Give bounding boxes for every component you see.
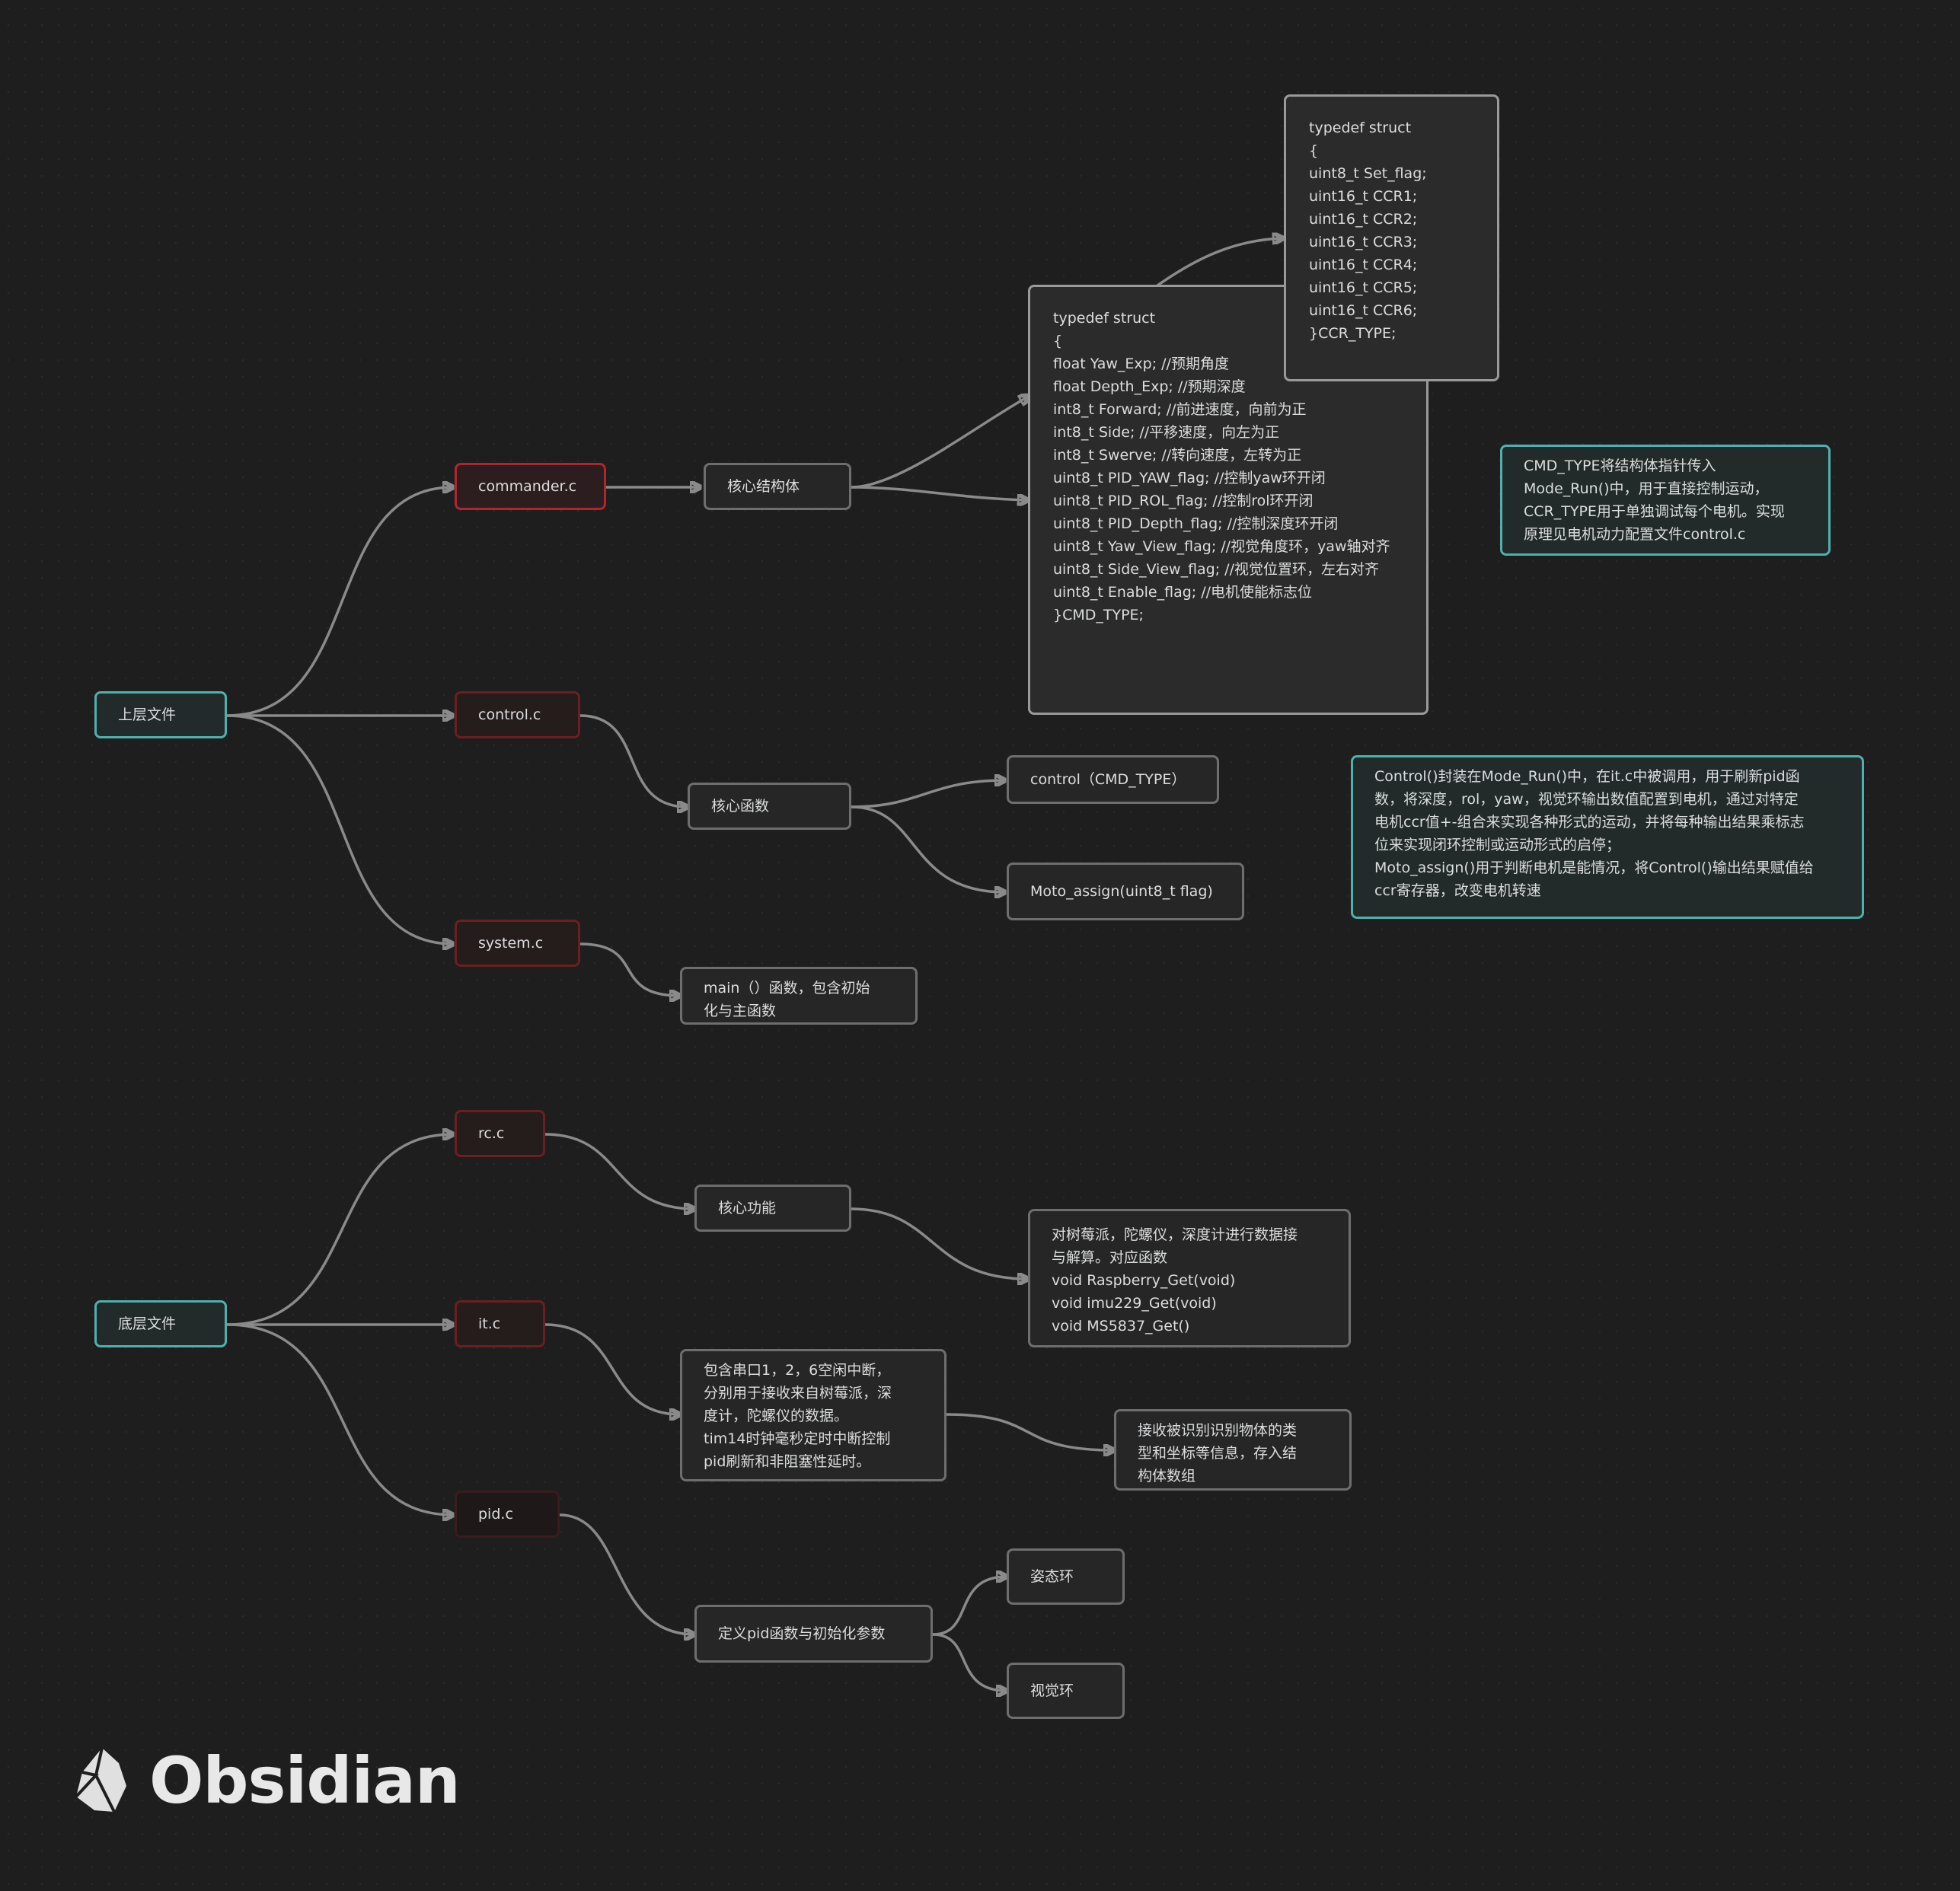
node-core-struct[interactable]: 核心结构体	[704, 463, 851, 510]
node-define-pid[interactable]: 定义pid函数与初始化参数	[694, 1605, 933, 1663]
node-label: 底层文件	[118, 1315, 177, 1332]
node-label: 姿态环	[1030, 1568, 1074, 1585]
node-core-feature[interactable]: 核心功能	[694, 1185, 851, 1232]
edge-lower-rc	[226, 1134, 453, 1326]
node-label: 核心结构体	[727, 478, 800, 495]
node-attitude-loop[interactable]: 姿态环	[1007, 1548, 1125, 1605]
node-label: commander.c	[478, 478, 577, 495]
edge-lower-pid	[226, 1323, 453, 1515]
node-recv-desc[interactable]: 接收被识别识别物体的类型和坐标等信息，存入结 构体数组	[1114, 1409, 1352, 1491]
node-label: 核心函数	[711, 798, 770, 815]
node-core-func[interactable]: 核心函数	[688, 783, 851, 830]
note-text: Control()封装在Mode_Run()中，在it.c中被调用，用于刷新pi…	[1374, 768, 1814, 899]
edge-upper-commander	[226, 487, 453, 717]
node-label: pid.c	[478, 1506, 513, 1523]
edge-func-cmd	[851, 780, 1005, 808]
node-label: system.c	[478, 935, 544, 952]
node-rc-c[interactable]: rc.c	[455, 1110, 545, 1157]
obsidian-logo-icon	[75, 1747, 126, 1813]
note-control[interactable]: Control()封装在Mode_Run()中，在it.c中被调用，用于刷新pi…	[1351, 755, 1864, 919]
edge-control-func	[579, 714, 688, 807]
node-label: Moto_assign(uint8_t flag)	[1030, 883, 1213, 900]
edge-pid-define	[559, 1513, 694, 1634]
node-commander-c[interactable]: commander.c	[455, 463, 606, 510]
edge-itdesc-recv	[946, 1413, 1114, 1450]
node-text: 接收被识别识别物体的类型和坐标等信息，存入结 构体数组	[1138, 1422, 1298, 1484]
node-text: 对树莓派，陀螺仪，深度计进行数据接与解算。对应函数 void Raspberry…	[1052, 1226, 1298, 1335]
node-system-c[interactable]: system.c	[455, 920, 580, 967]
node-label: 核心功能	[718, 1200, 777, 1217]
node-upper-files[interactable]: 上层文件	[94, 691, 227, 738]
node-label: it.c	[478, 1315, 501, 1332]
node-label: 定义pid函数与初始化参数	[718, 1625, 886, 1642]
node-it-desc[interactable]: 包含串口1，2，6空闲中断，分别用于接收来自树莓派，深 度计，陀螺仪的数据。ti…	[680, 1349, 946, 1481]
edge-rc-feature	[544, 1133, 694, 1209]
edge-struct-cmd	[851, 396, 1029, 489]
edge-system-main	[579, 942, 680, 996]
node-pid-c[interactable]: pid.c	[455, 1491, 560, 1538]
node-it-c[interactable]: it.c	[455, 1300, 545, 1347]
node-moto-assign[interactable]: Moto_assign(uint8_t flag)	[1007, 863, 1244, 920]
node-label: control（CMD_TYPE）	[1030, 771, 1186, 788]
node-vision-loop[interactable]: 视觉环	[1007, 1663, 1125, 1719]
node-main-func[interactable]: main（）函数，包含初始 化与主函数	[680, 967, 918, 1025]
node-text: 包含串口1，2，6空闲中断，分别用于接收来自树莓派，深 度计，陀螺仪的数据。ti…	[704, 1362, 892, 1470]
node-text: main（）函数，包含初始 化与主函数	[704, 980, 870, 1019]
node-ccr-type-struct[interactable]: typedef struct{ uint8_t Set_flag;uint16_…	[1284, 94, 1499, 381]
edge-upper-system	[226, 714, 453, 944]
node-label: 视觉环	[1030, 1682, 1074, 1699]
node-control-cmd-type[interactable]: control（CMD_TYPE）	[1007, 755, 1219, 804]
edge-cmd-ccr	[1156, 238, 1283, 287]
edge-struct-cmd-arrow	[851, 486, 1028, 500]
node-label: rc.c	[478, 1125, 505, 1142]
code-block: typedef struct{ uint8_t Set_flag;uint16_…	[1309, 120, 1427, 342]
edge-it-desc	[544, 1323, 680, 1414]
edge-feature-desc	[851, 1207, 1028, 1279]
edge-func-moto	[851, 805, 1005, 892]
edge-define-vision	[932, 1633, 1007, 1691]
edge-define-attitude	[932, 1577, 1007, 1636]
node-rc-desc[interactable]: 对树莓派，陀螺仪，深度计进行数据接与解算。对应函数 void Raspberry…	[1028, 1209, 1351, 1347]
node-control-c[interactable]: control.c	[455, 691, 580, 738]
node-label: 上层文件	[118, 706, 177, 723]
obsidian-logo: Obsidian	[73, 1743, 461, 1818]
node-label: control.c	[478, 706, 541, 723]
node-lower-files[interactable]: 底层文件	[94, 1300, 227, 1347]
obsidian-wordmark: Obsidian	[149, 1743, 461, 1818]
